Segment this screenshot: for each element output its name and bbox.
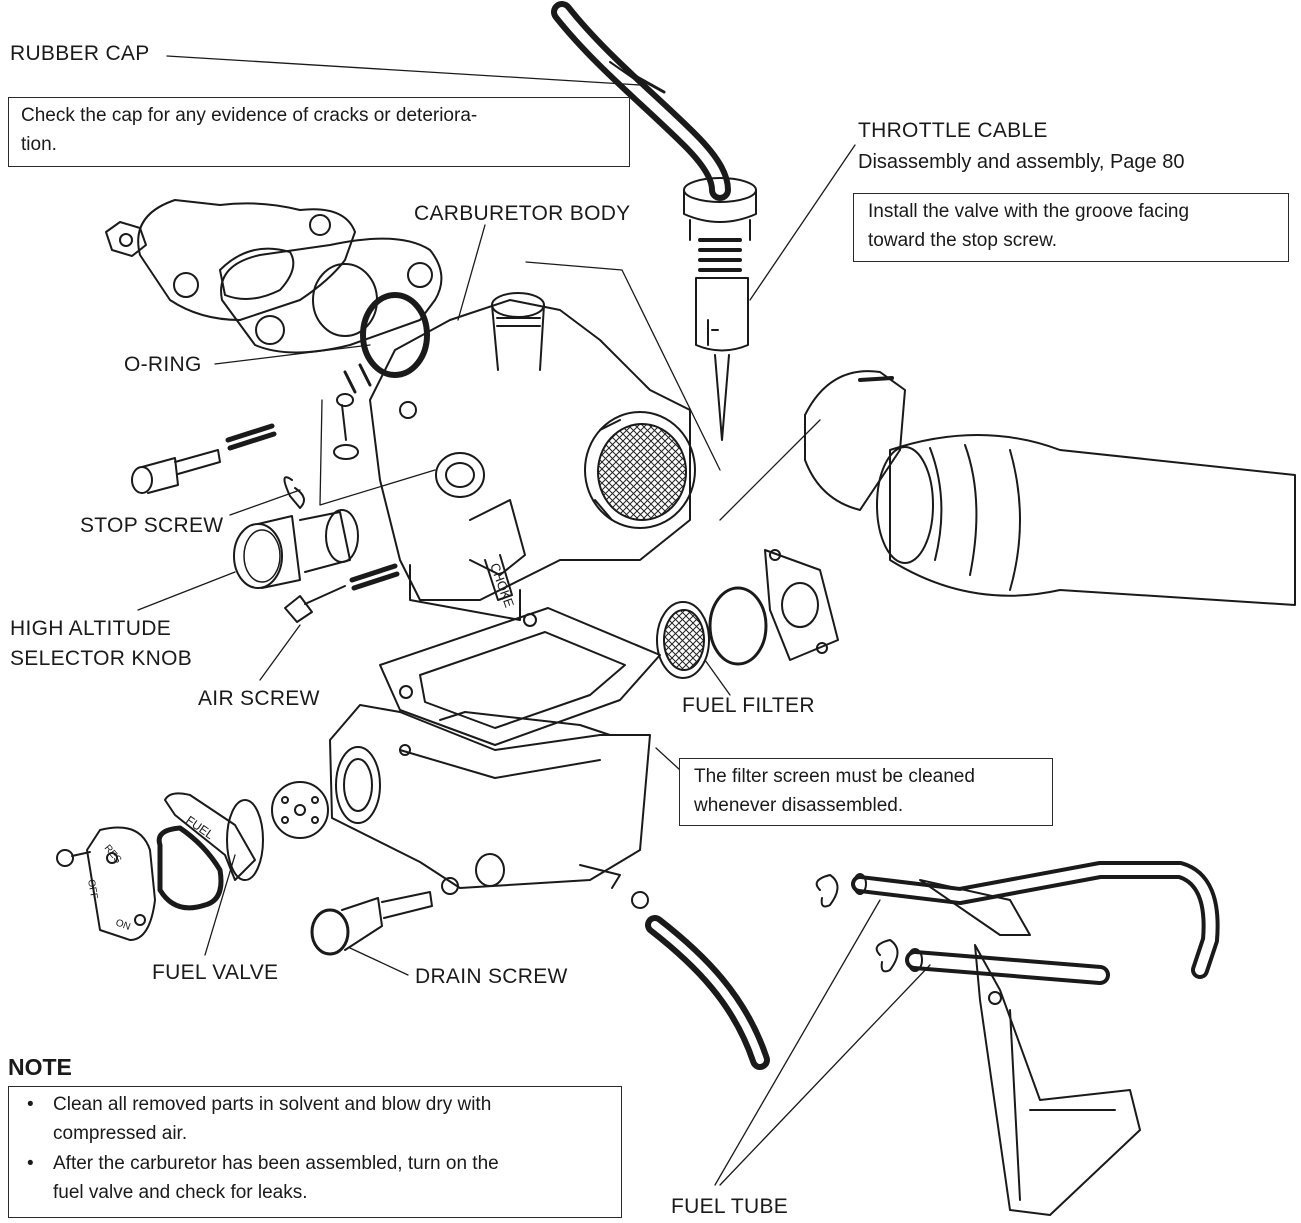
retaining-clip xyxy=(283,476,305,509)
air-screw-label: AIR SCREW xyxy=(198,687,320,710)
stop-screw-label: STOP SCREW xyxy=(80,514,224,537)
note-bullet: • xyxy=(27,1094,34,1115)
float-chamber-part xyxy=(329,704,651,889)
filter-screen-callout-line2: whenever disassembled. xyxy=(694,794,904,816)
throttle-cable-label: THROTTLE CABLE xyxy=(858,119,1048,142)
drain-screw-part xyxy=(310,877,649,956)
rubber-cap-callout-line1: Check the cap for any evidence of cracks… xyxy=(21,105,478,126)
fuel-tube-part xyxy=(815,861,1220,985)
fuel-filter-part xyxy=(656,549,839,679)
stop-screw-part xyxy=(131,423,277,494)
rubber-cap-label: RUBBER CAP xyxy=(10,42,150,65)
fuel-filter-label: FUEL FILTER xyxy=(682,694,815,717)
filter-screen-callout: The filter screen must be cleaned whenev… xyxy=(679,758,1053,826)
choke-lever xyxy=(484,554,513,601)
valve-install-callout: Install the valve with the groove facing… xyxy=(853,193,1289,262)
filter-screen-callout-line1: The filter screen must be cleaned xyxy=(694,766,975,787)
rubber-cap-part xyxy=(626,70,666,94)
res-mark: RES xyxy=(102,843,124,866)
note-item2-line1: After the carburetor has been assembled,… xyxy=(53,1153,499,1174)
valve-install-callout-line2: toward the stop screw. xyxy=(868,229,1058,251)
note-item1-line1: Clean all removed parts in solvent and b… xyxy=(53,1094,492,1115)
fuel-valve-part xyxy=(56,781,329,941)
high-altitude-knob-part xyxy=(233,509,359,589)
note-list: • Clean all removed parts in solvent and… xyxy=(23,1091,611,1207)
note-heading: NOTE xyxy=(8,1054,72,1080)
note-item1-line2: compressed air. xyxy=(53,1122,188,1144)
throttle-cable-part xyxy=(551,1,757,441)
note-item: • Clean all removed parts in solvent and… xyxy=(23,1091,611,1148)
rubber-cap-callout-line2: tion. xyxy=(21,133,57,155)
float-chamber-gasket xyxy=(379,607,661,746)
valve-install-callout-line1: Install the valve with the groove facing xyxy=(868,201,1190,222)
insulator-flange xyxy=(105,199,356,321)
leader-lines xyxy=(137,55,931,1186)
note-item2-line2: fuel valve and check for leaks. xyxy=(53,1181,308,1203)
note-bullet: • xyxy=(27,1153,34,1174)
air-cleaner-tube-part xyxy=(804,370,1296,606)
on-mark: ON xyxy=(114,917,132,932)
off-mark: OFF xyxy=(85,879,99,901)
o-ring-label: O-RING xyxy=(124,353,202,376)
air-screw-part xyxy=(284,563,400,623)
note-box: • Clean all removed parts in solvent and… xyxy=(8,1086,622,1218)
choke-mark: CHOKE xyxy=(487,561,517,610)
throttle-cable-reference: Disassembly and assembly, Page 80 xyxy=(858,151,1185,173)
carburetor-body-part xyxy=(343,292,696,621)
rubber-cap-callout: Check the cap for any evidence of cracks… xyxy=(8,97,630,167)
fuel-valve-label: FUEL VALVE xyxy=(152,961,279,984)
o-ring-part xyxy=(360,292,430,378)
drain-tube-part xyxy=(645,915,770,1070)
note-item: • After the carburetor has been assemble… xyxy=(23,1150,611,1207)
fuel-mark: FUEL xyxy=(183,813,216,842)
high-altitude-label-line1: HIGH ALTITUDE xyxy=(10,617,172,640)
hose-clamp-pliers xyxy=(919,879,1141,1216)
fuel-tube-label: FUEL TUBE xyxy=(671,1195,789,1218)
high-altitude-label-line2: SELECTOR KNOB xyxy=(10,647,193,670)
drain-screw-label: DRAIN SCREW xyxy=(415,965,568,988)
carburetor-body-label: CARBURETOR BODY xyxy=(414,202,631,225)
screw-washer xyxy=(333,393,359,460)
